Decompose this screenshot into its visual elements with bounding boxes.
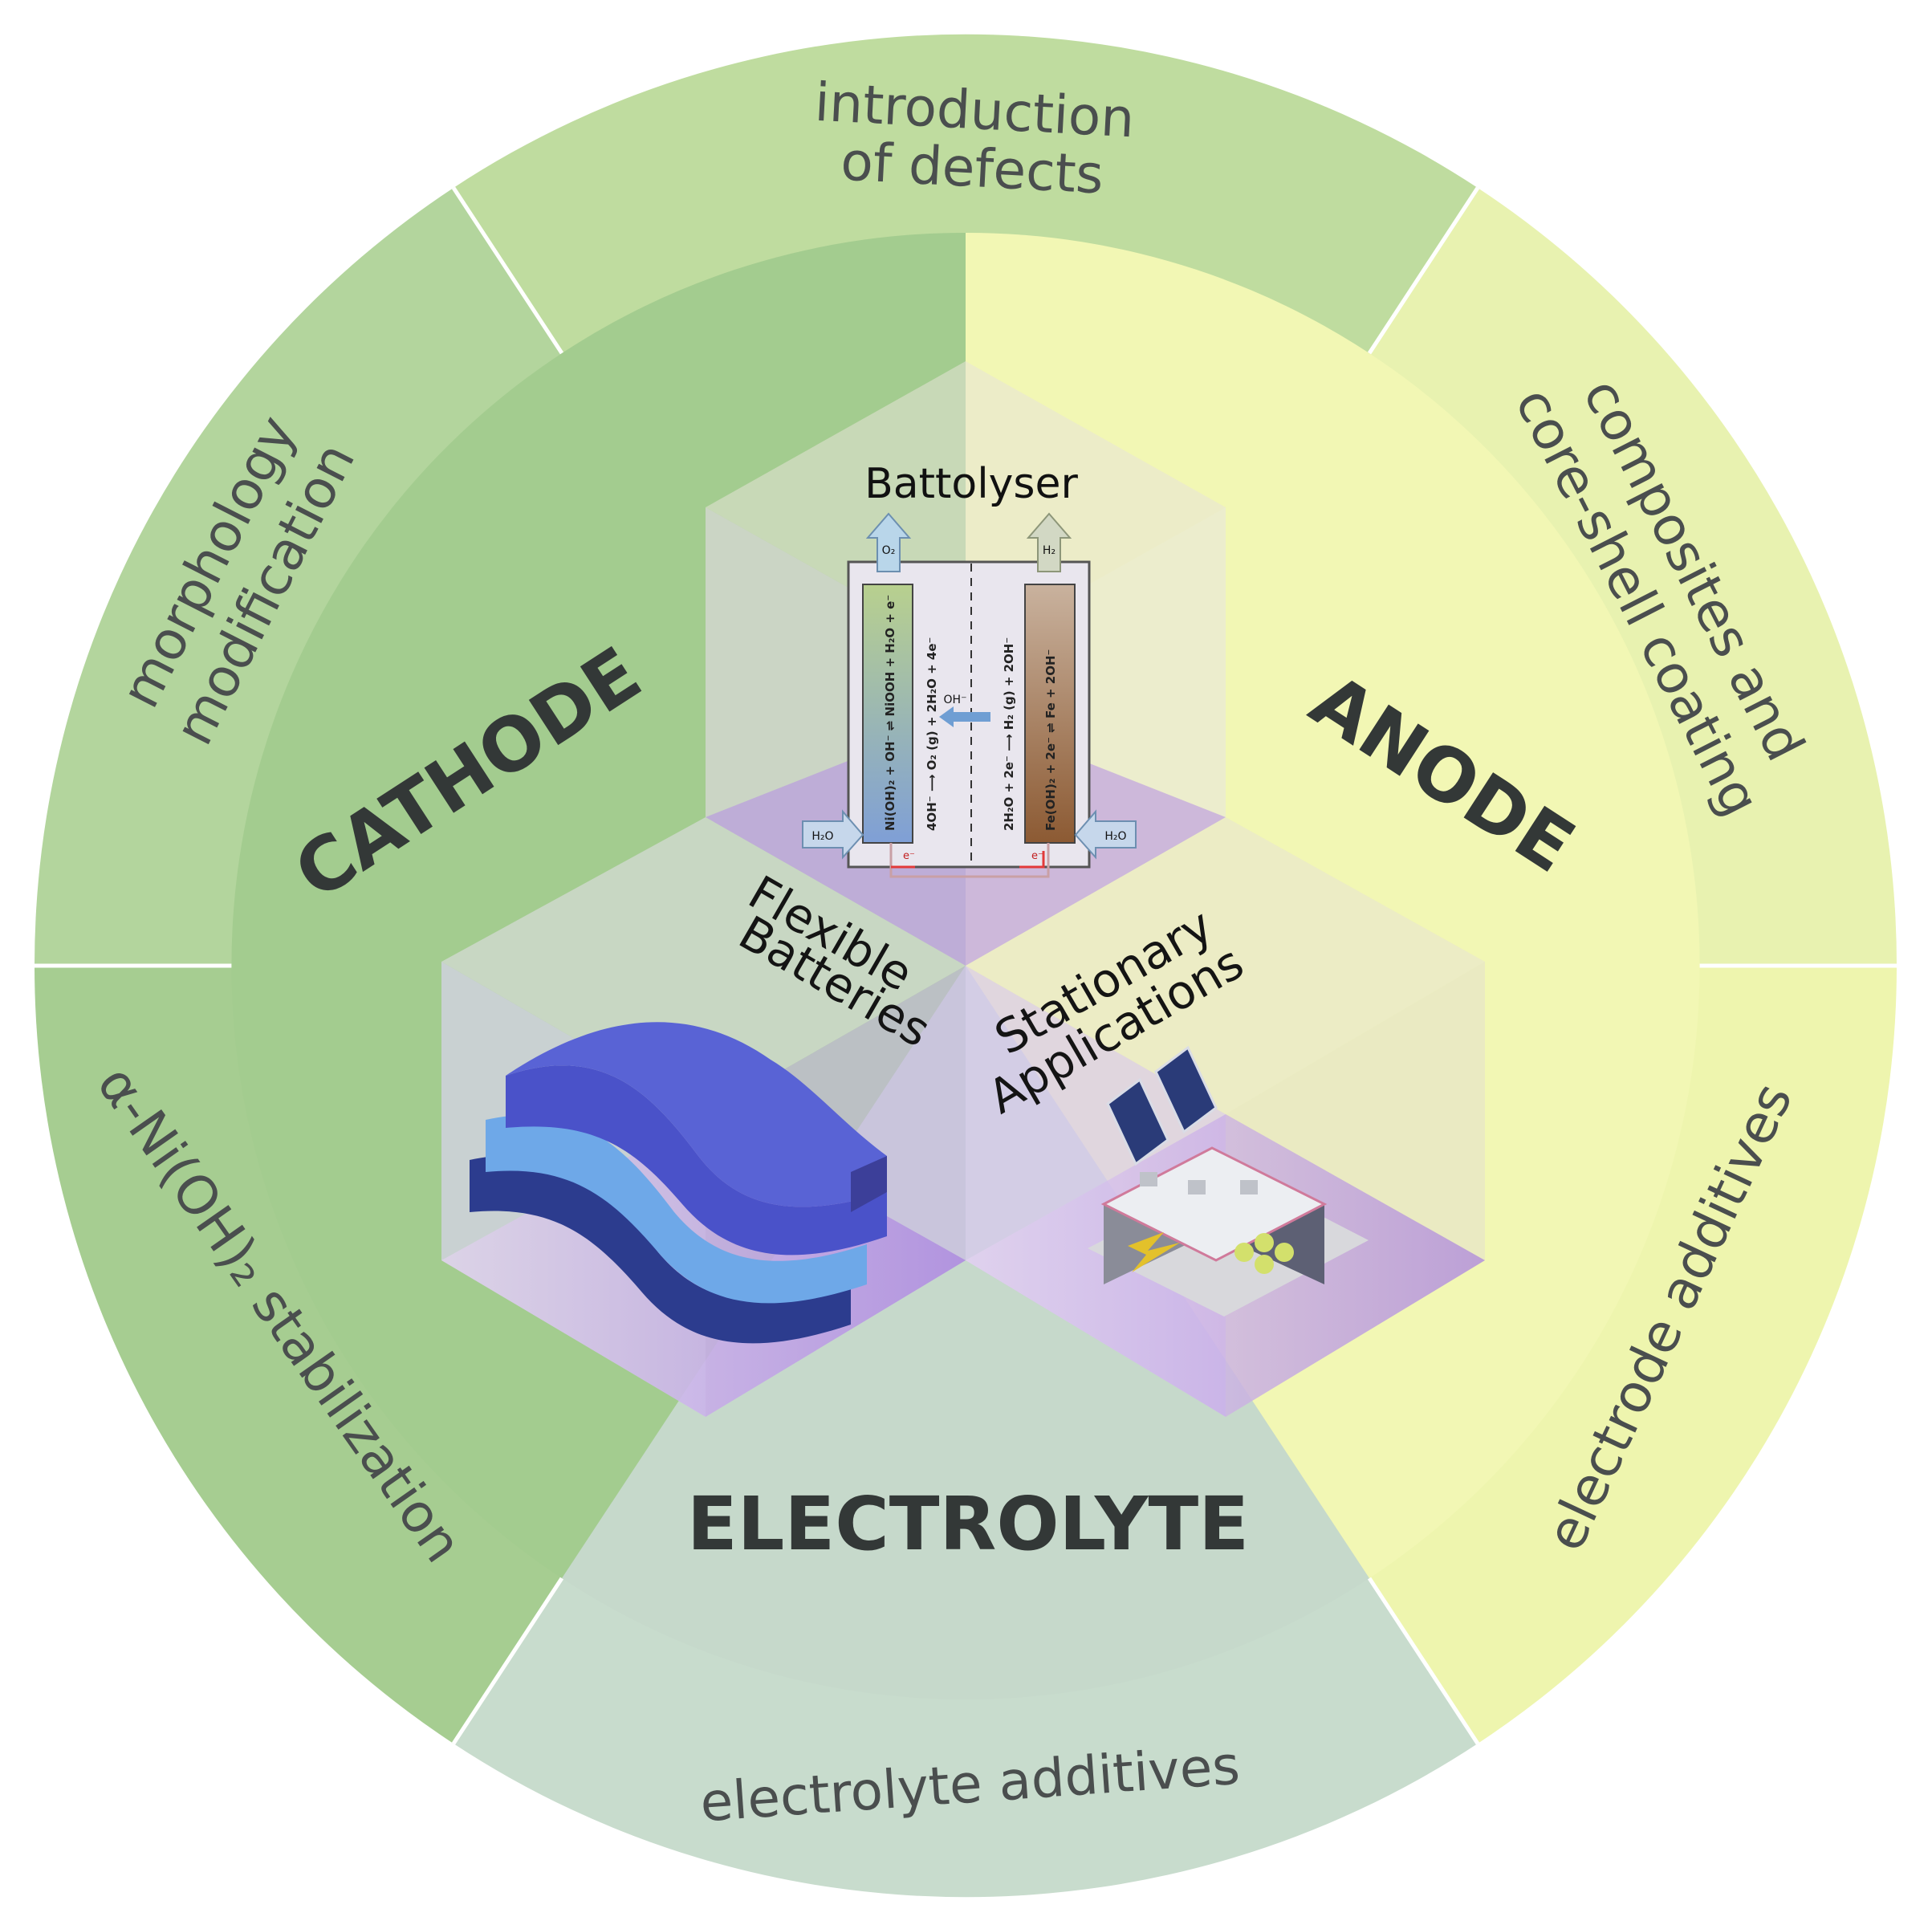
- oh-arrow: OH⁻: [939, 694, 990, 727]
- svg-text:O₂: O₂: [882, 544, 896, 557]
- eq-cathode-charge: Ni(OH)₂ + OH⁻ ⇌ NiOOH + H₂O + e⁻: [883, 595, 897, 831]
- svg-text:OH⁻: OH⁻: [944, 694, 967, 706]
- h2o-left-arrow: H₂O: [802, 809, 864, 860]
- o2-arrow: O₂: [865, 512, 912, 572]
- electrolyte-label: ELECTROLYTE: [687, 1481, 1249, 1567]
- h2-arrow: H₂: [1026, 512, 1072, 572]
- cathode-electrode: [862, 584, 913, 844]
- eq-anode-charge: Fe(OH)₂ + 2e⁻ ⇌ Fe + 2OH⁻: [1043, 649, 1058, 831]
- electron-circuit: e⁻ e⁻: [889, 843, 1050, 878]
- svg-text:e⁻: e⁻: [1031, 850, 1043, 862]
- electrolyte-sector: [562, 966, 1369, 1700]
- label-defects-line2: of defects: [840, 131, 1105, 206]
- svg-text:H₂O: H₂O: [811, 830, 833, 843]
- h2o-right-arrow: H₂O: [1074, 809, 1137, 860]
- svg-text:H₂O: H₂O: [1104, 830, 1126, 843]
- flexible-battery-icon: [470, 1022, 887, 1344]
- eq-oxygen-evolution: 4OH⁻ ⟶ O₂ (g) + 2H₂O + 4e⁻: [925, 637, 939, 831]
- svg-text:H₂: H₂: [1043, 544, 1055, 557]
- svg-text:e⁻: e⁻: [903, 850, 915, 862]
- stationary-building-icon: [1088, 1045, 1369, 1317]
- battolyser-diagram: Battolyser O₂ H₂ H₂O H₂O OH⁻: [802, 460, 1137, 878]
- ring-dividers: [35, 186, 1897, 1745]
- battolyser-title: Battolyser: [864, 460, 1078, 508]
- anode-electrode: [1024, 584, 1076, 844]
- eq-hydrogen-evolution: 2H₂O + 2e⁻ ⟶ H₂ (g) + 2OH⁻: [1002, 637, 1016, 831]
